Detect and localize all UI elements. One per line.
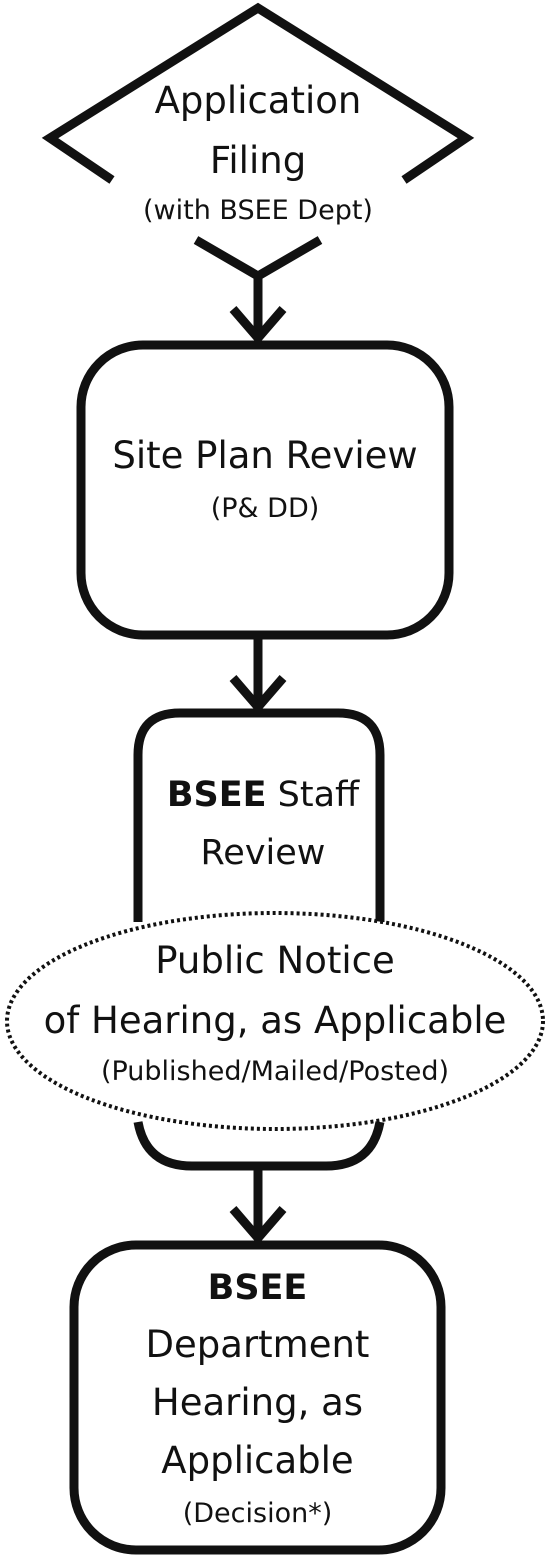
staff-review-line2: Review	[200, 833, 326, 873]
diamond-top-edge	[41, 2, 475, 184]
staff-review-line1: BSEE Staff	[138, 778, 388, 813]
department-hearing-sub: (Decision*)	[182, 1498, 333, 1529]
arrow-filing-to-site-plan	[229, 276, 287, 345]
staff-review-rest-part: Staff	[266, 775, 360, 815]
department-hearing-box	[69, 1240, 446, 1555]
arrow-head	[229, 1206, 287, 1245]
application-filing-line1: Application	[154, 79, 362, 122]
department-hearing-line2: Department	[145, 1323, 370, 1366]
staff-review-bold-part: BSEE	[166, 775, 267, 815]
public-notice-sub: (Published/Mailed/Posted)	[100, 1056, 450, 1087]
public-notice-ellipse	[5, 911, 545, 1131]
application-filing-sub: (with BSEE Dept)	[143, 195, 373, 226]
arrow-head	[229, 675, 287, 714]
application-filing-line2: Filing	[209, 139, 307, 182]
department-hearing-line4: Applicable	[161, 1439, 354, 1482]
site-plan-review-sub: (P& DD)	[210, 493, 320, 524]
public-notice-line2: of Hearing, as Applicable	[43, 999, 507, 1042]
arrow-head	[229, 306, 287, 345]
site-plan-review-box	[76, 340, 454, 640]
public-notice-line1: Public Notice	[155, 939, 395, 982]
arrow-site-plan-to-staff-review	[229, 635, 287, 714]
staff-review-box-top	[133, 708, 385, 922]
department-hearing-line3: Hearing, as	[151, 1381, 364, 1424]
arrow-staff-review-to-hearing	[229, 1166, 287, 1245]
diamond-bottom-edge	[193, 236, 323, 282]
department-hearing-line1: BSEE	[207, 1268, 308, 1308]
site-plan-review-title: Site Plan Review	[112, 434, 418, 477]
